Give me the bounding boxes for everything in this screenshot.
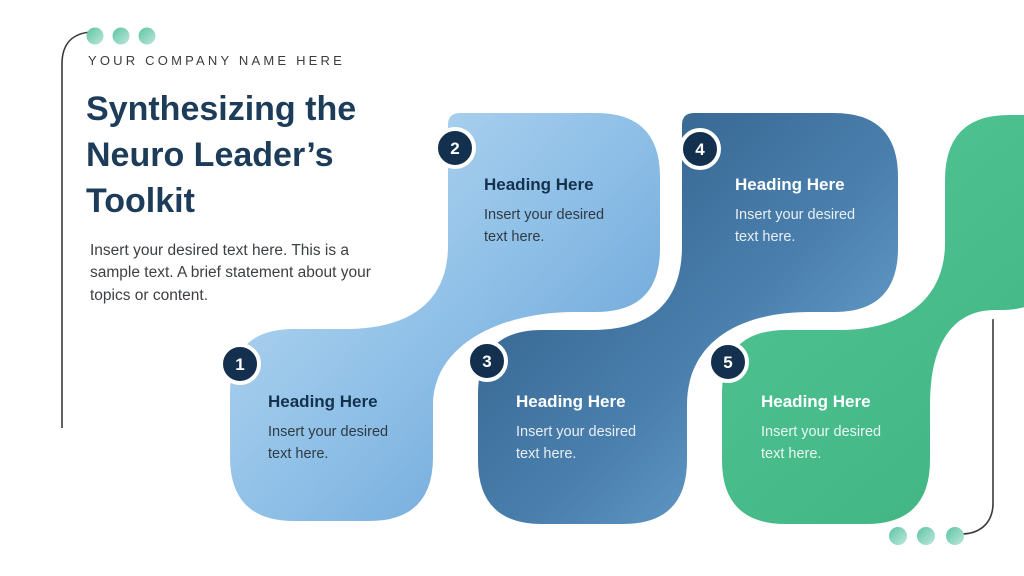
- badge-circle: [679, 128, 721, 170]
- step-3-number: 3: [482, 352, 491, 371]
- page-title: Synthesizing the Neuro Leader’s Toolkit: [86, 90, 357, 221]
- step-2-content: Heading Here Insert your desired text he…: [484, 175, 640, 249]
- step-5-number: 5: [723, 353, 732, 372]
- step-3-badge: 3: [466, 340, 508, 382]
- badge-circle: [466, 340, 508, 382]
- step-5-content: Heading Here Insert your desired text he…: [761, 392, 917, 466]
- step-2-number: 2: [450, 139, 459, 158]
- step-1-heading: Heading Here: [268, 392, 378, 411]
- ribbon-piece-steel-blue: [469, 104, 907, 533]
- accent-dot: [917, 527, 935, 545]
- step-2-badge: 2: [434, 127, 476, 169]
- step-4-badge: 4: [679, 128, 721, 170]
- step-3-heading: Heading Here: [516, 392, 626, 411]
- accent-dot: [112, 27, 130, 45]
- step-5-body: Insert your desired text here.: [761, 424, 882, 463]
- accent-dot: [946, 527, 964, 545]
- step-5-badge: 5: [707, 341, 749, 383]
- badge-circle: [434, 127, 476, 169]
- ribbon-piece-green: [713, 106, 1024, 533]
- corner-line-top-left: [61, 31, 93, 428]
- step-5-heading: Heading Here: [761, 392, 871, 411]
- step-1-badge: 1: [219, 343, 261, 385]
- decorative-dots-top-left: [86, 27, 156, 45]
- accent-dot: [138, 27, 156, 45]
- decorative-dots-bottom-right: [889, 527, 964, 545]
- accent-dot: [889, 527, 907, 545]
- step-4-number: 4: [695, 140, 705, 159]
- step-1-body: Insert your desired text here.: [268, 424, 389, 463]
- step-4-heading: Heading Here: [735, 175, 845, 194]
- slide-description: Insert your desired text here. This is a…: [90, 242, 371, 304]
- step-2-body: Insert your desired text here.: [484, 207, 605, 246]
- badge-circle: [219, 343, 261, 385]
- step-2-heading: Heading Here: [484, 175, 594, 194]
- step-3-body: Insert your desired text here.: [516, 424, 637, 463]
- step-1-number: 1: [235, 355, 244, 374]
- step-1-content: Heading Here Insert your desired text he…: [268, 392, 424, 466]
- accent-dot: [86, 27, 104, 45]
- badge-circle: [707, 341, 749, 383]
- ribbon-piece-light-blue: [221, 104, 669, 530]
- step-4-body: Insert your desired text here.: [735, 207, 856, 246]
- step-4-content: Heading Here Insert your desired text he…: [735, 175, 891, 249]
- company-name: YOUR COMPANY NAME HERE: [88, 53, 346, 68]
- corner-line-bottom-right: [960, 160, 994, 535]
- step-3-content: Heading Here Insert your desired text he…: [516, 392, 672, 466]
